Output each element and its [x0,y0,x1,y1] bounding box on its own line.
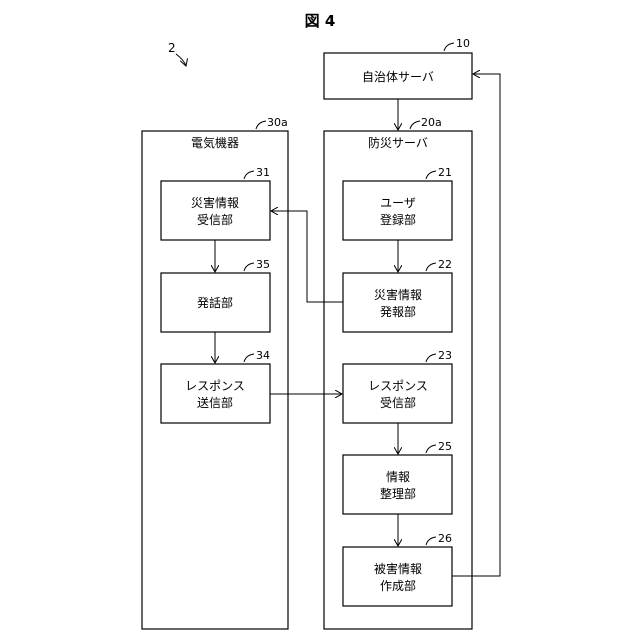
ref-34: 34 [256,349,270,362]
ref-leader-30a [256,121,266,129]
info-organizer-line1: 情報 [386,470,410,484]
ref-23: 23 [438,349,452,362]
speech-unit-label: 発話部 [197,295,233,310]
response-sender-box [161,364,270,423]
system-ref-leader [176,54,186,66]
ref-leader-10 [444,43,454,51]
disaster-info-receiver-line2: 受信部 [197,212,233,227]
disaster-info-broadcast-box [343,273,452,332]
disaster-info-broadcast-line1: 災害情報 [374,287,422,302]
ref-31: 31 [256,166,270,179]
user-registration-line2: 登録部 [380,212,416,227]
figure-title: 図 4 [305,12,336,30]
ref-25: 25 [438,440,452,453]
system-ref: 2 [168,41,176,55]
ref-35: 35 [256,258,270,271]
ref-leader-20a [410,121,420,129]
response-receiver-line1: レスポンス [368,379,428,393]
damage-report-creator-line2: 作成部 [380,578,416,593]
disaster-info-receiver-line1: 災害情報 [191,195,239,210]
info-organizer-box [343,455,452,514]
disaster-server-label: 防災サーバ [368,135,428,150]
disaster-info-receiver-box [161,181,270,240]
user-registration-box [343,181,452,240]
user-registration-line1: ユーザ [380,196,416,210]
ref-21: 21 [438,166,452,179]
ref-22: 22 [438,258,452,271]
appliance-label: 電気機器 [191,135,239,150]
response-receiver-line2: 受信部 [380,395,416,410]
ref-10: 10 [456,37,470,50]
disaster-info-broadcast-line2: 発報部 [380,304,416,319]
damage-report-creator-box [343,547,452,606]
ref-20a: 20a [421,116,442,129]
municipal-server-label: 自治体サーバ [362,70,434,84]
damage-report-creator-line1: 被害情報 [374,561,422,576]
response-sender-line2: 送信部 [197,395,233,410]
response-sender-line1: レスポンス [185,379,245,393]
ref-30a: 30a [267,116,288,129]
ref-26: 26 [438,532,452,545]
response-receiver-box [343,364,452,423]
info-organizer-line2: 整理部 [380,486,416,501]
